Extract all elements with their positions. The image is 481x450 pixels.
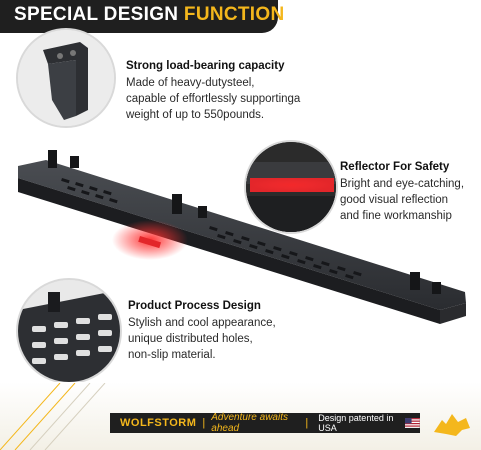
mounting-brackets <box>48 150 441 294</box>
feature-process-design: Product Process Design Stylish and cool … <box>128 298 318 363</box>
feature-title: Product Process Design <box>128 300 261 312</box>
hole-pattern-icon <box>18 280 120 382</box>
separator: | <box>202 417 206 429</box>
feature-line: Made of heavy-dutysteel, <box>126 77 255 89</box>
us-flag-icon <box>405 418 420 428</box>
feature-line: capable of effortlessly supportinga <box>126 93 301 105</box>
board-holes <box>61 178 362 280</box>
bracket-icon <box>18 30 114 126</box>
feature-line: unique distributed holes, <box>128 333 253 345</box>
slogan: Adventure awaits ahead <box>211 412 288 434</box>
hole-pattern-detail-circle <box>16 278 122 384</box>
feature-line: weight of up to 550pounds. <box>126 109 265 121</box>
board-side <box>18 178 440 324</box>
reflector-icon <box>246 142 336 232</box>
feature-line: Bright and eye-catching, <box>340 178 465 190</box>
feature-line: good visual reflection <box>340 194 449 206</box>
header-title-part1: SPECIAL DESIGN <box>14 4 179 25</box>
footer-diagonal-lines <box>0 383 106 450</box>
reflector <box>138 235 162 249</box>
header-title-part2: FUNCTION <box>183 4 285 25</box>
feature-line: Stylish and cool appearance, <box>128 317 276 329</box>
brand-name: WOLFSTORM <box>120 417 197 429</box>
feature-title: Strong load-bearing capacity <box>126 60 285 72</box>
feature-line: and fine workmanship <box>340 210 452 222</box>
feature-line: non-slip material. <box>128 349 216 361</box>
board-end-cap <box>440 303 466 324</box>
header-title: SPECIAL DESIGN FUNCTION <box>14 4 284 26</box>
feature-reflector: Reflector For Safety Bright and eye-catc… <box>340 159 475 224</box>
bracket-detail-circle <box>16 28 116 128</box>
footer-bar: WOLFSTORM | Adventure awaits ahead | Des… <box>110 412 420 434</box>
feature-title: Reflector For Safety <box>340 161 450 173</box>
wolf-logo-icon <box>434 414 470 436</box>
reflector-detail-circle <box>244 140 338 234</box>
feature-load-capacity: Strong load-bearing capacity Made of hea… <box>126 58 326 123</box>
header-banner: SPECIAL DESIGN FUNCTION <box>0 0 284 33</box>
separator: | <box>305 417 309 429</box>
patent-text: Design patented in USA <box>318 413 394 433</box>
